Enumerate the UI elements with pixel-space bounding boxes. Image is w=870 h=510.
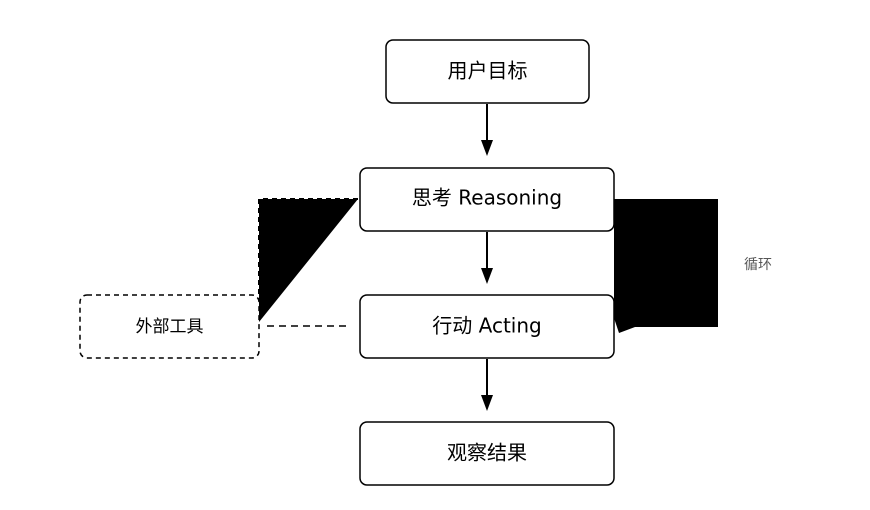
node-acting-label: 行动 Acting: [432, 314, 541, 338]
node-tools-label: 外部工具: [136, 317, 204, 337]
node-observe: 观察结果: [359, 421, 615, 486]
arrow-goal-to-reasoning: [481, 104, 493, 156]
node-reasoning-label: 思考 Reasoning: [412, 186, 562, 210]
node-acting: 行动 Acting: [359, 294, 615, 359]
node-observe-label: 观察结果: [447, 441, 527, 465]
node-goal-label: 用户目标: [448, 59, 528, 83]
tool-connector-fill: [255, 199, 358, 327]
node-tools: 外部工具: [79, 294, 260, 359]
tool-connector-dashed-edge: [258, 198, 358, 313]
loop-connector: [614, 199, 718, 333]
node-reasoning: 思考 Reasoning: [359, 167, 615, 232]
loop-label: 循环: [744, 257, 772, 273]
arrow-acting-to-observe: [481, 359, 493, 411]
arrow-reasoning-to-acting: [481, 232, 493, 284]
node-goal: 用户目标: [385, 39, 590, 104]
